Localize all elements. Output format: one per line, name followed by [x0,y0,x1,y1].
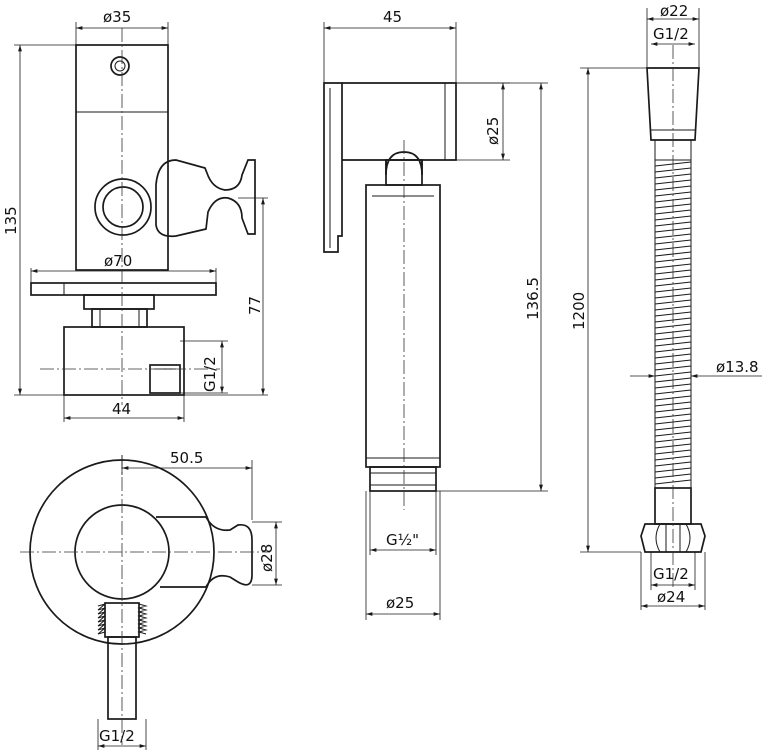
cartridge-inner [102,186,144,228]
dim-d24: ø24 [657,588,685,606]
spray-body [365,184,441,468]
top-hole [110,56,130,76]
hose-nut [640,523,706,553]
dim-d70: ø70 [104,252,132,270]
hose-view: ø22 G1/2 1200 ø13.8 G1/2 ø24 [570,2,762,610]
spray-side-view: 45 ø25 136.5 G½" ø25 [323,8,548,620]
dim-d25-head: ø25 [484,117,502,145]
dim-d22: ø22 [660,2,688,20]
valve-plan-view: 50.5 ø28 G1/2 [20,449,282,750]
dim-135: 135 [2,206,20,235]
rosette-plate [30,282,217,296]
holder-fork [155,159,256,238]
wall-bracket [323,82,343,253]
dim-g12-bottom-view: G1/2 [99,727,135,745]
dim-50-5: 50.5 [170,449,203,467]
dim-g12-valve: G1/2 [201,356,219,392]
neck [83,294,155,310]
dim-d13-8: ø13.8 [716,358,759,376]
dim-45: 45 [383,8,402,26]
dim-g12-spray: G½" [386,531,419,549]
outlet-block [149,364,181,394]
dim-136-5: 136.5 [524,277,542,320]
dim-d25-body: ø25 [386,594,414,612]
hose-top-fitting [646,67,700,141]
cartridge-outer [94,178,152,236]
dim-44: 44 [112,400,131,418]
dim-g12-hose-bottom: G1/2 [653,565,689,583]
head-block [342,82,457,161]
spray-thread [369,466,437,492]
dim-g12-hose-top: G1/2 [653,25,689,43]
dim-d28: ø28 [258,544,276,572]
dim-1200: 1200 [570,292,588,330]
dim-d35: ø35 [103,8,131,26]
holder-plan [156,516,253,588]
valve-front-view: ø35 135 ø70 77 G1/2 44 [2,8,268,422]
base-block [63,326,185,396]
dim-77: 77 [246,296,264,315]
